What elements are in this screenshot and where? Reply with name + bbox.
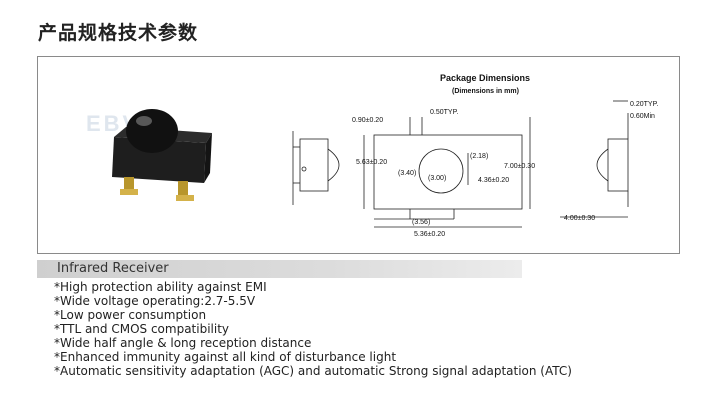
product-photo: EBVB	[80, 93, 230, 213]
feature-item: *TTL and CMOS compatibility	[54, 322, 230, 336]
dim-400: 4.00±0.30	[564, 215, 596, 222]
receiver-photo-illustration	[112, 109, 212, 201]
feature-item: *Enhanced immunity against all kind of d…	[54, 350, 397, 364]
feature-item: *Wide half angle & long reception distan…	[54, 336, 312, 350]
dim-563: 5.63±0.20	[356, 159, 388, 166]
dim-356: (3.56)	[412, 219, 431, 226]
section-header: Infrared Receiver	[37, 260, 522, 278]
dim-436: 4.36±0.20	[478, 177, 510, 184]
page-title: 产品规格技术参数	[38, 22, 199, 44]
dim-020: 0.20TYP.	[630, 101, 659, 108]
package-dimensions-title: Package Dimensions	[440, 73, 531, 83]
dim-340: (3.40)	[398, 170, 417, 177]
dim-050: 0.50TYP.	[430, 109, 459, 116]
dimension-drawing	[292, 100, 629, 228]
feature-item: *High protection ability against EMI	[54, 280, 267, 294]
product-figure-frame: EBVB Package Dimensions (Dimensions in m…	[37, 56, 680, 254]
feature-item: *Wide voltage operating:2.7-5.5V	[54, 294, 256, 308]
dim-090: 0.90±0.20	[352, 117, 384, 124]
dim-300: (3.00)	[428, 175, 447, 182]
section-title: Infrared Receiver	[57, 261, 169, 276]
package-dimensions-subtitle: (Dimensions in mm)	[452, 88, 519, 95]
dim-536: 5.36±0.20	[414, 231, 446, 238]
dim-060: 0.60Min	[630, 113, 655, 120]
dim-700: 7.00±0.30	[504, 163, 536, 170]
feature-item: *Low power consumption	[54, 308, 207, 322]
dim-218: (2.18)	[470, 153, 489, 160]
feature-list: *High protection ability against EMI *Wi…	[54, 280, 572, 378]
feature-item: *Automatic sensitivity adaptation (AGC) …	[54, 364, 572, 378]
